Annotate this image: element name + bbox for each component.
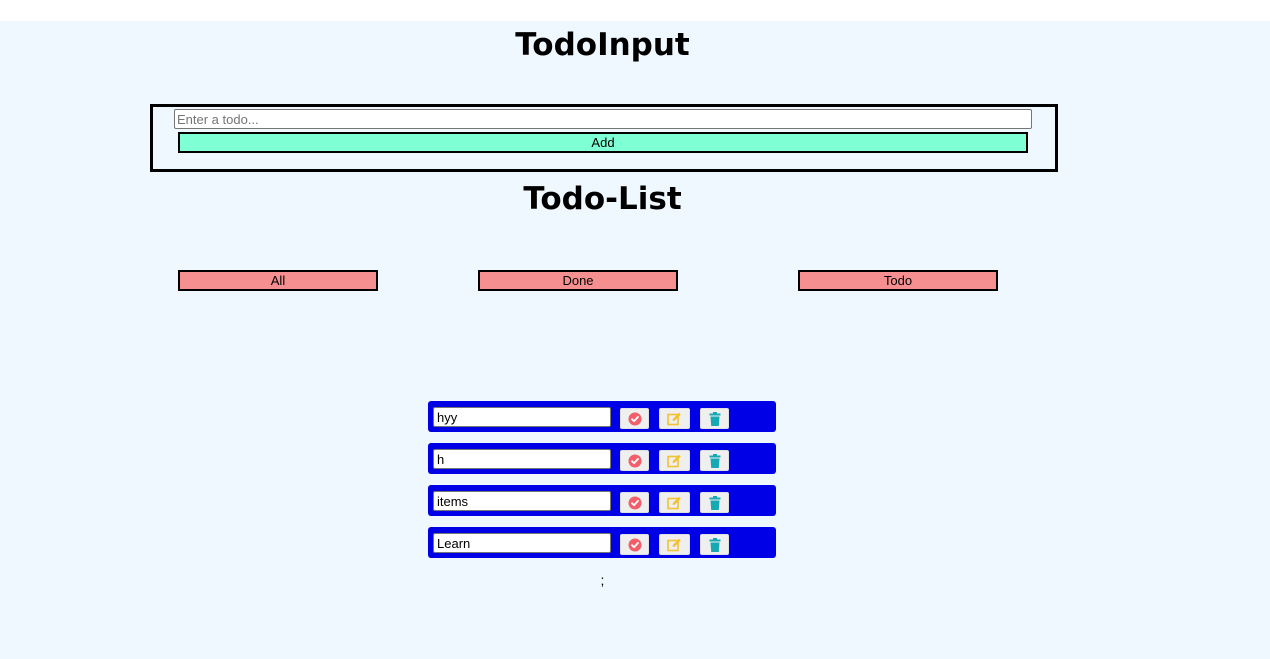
edit-button[interactable]: [659, 492, 690, 513]
delete-button[interactable]: [700, 450, 729, 471]
app-container: TodoInput Add Todo-List All Done Todo: [0, 21, 1270, 659]
delete-button[interactable]: [700, 534, 729, 555]
edit-button[interactable]: [659, 450, 690, 471]
todo-input-form: Add: [150, 104, 1058, 172]
edit-icon: [667, 538, 681, 551]
filter-todo-button[interactable]: Todo: [798, 270, 998, 291]
mark-done-button[interactable]: [620, 534, 649, 555]
filter-all-button[interactable]: All: [178, 270, 378, 291]
edit-icon: [667, 412, 681, 425]
check-circle-icon: [628, 454, 641, 467]
delete-button[interactable]: [700, 408, 729, 429]
mark-done-button[interactable]: [620, 450, 649, 471]
add-button[interactable]: Add: [178, 132, 1028, 153]
check-circle-icon: [628, 538, 641, 551]
todo-input-heading: TodoInput: [515, 27, 690, 63]
trash-icon: [709, 495, 720, 510]
filter-done-button[interactable]: Done: [478, 270, 678, 291]
delete-button[interactable]: [700, 492, 729, 513]
trash-icon: [709, 453, 720, 468]
todo-item: [428, 527, 776, 558]
trash-icon: [709, 537, 720, 552]
edit-button[interactable]: [659, 534, 690, 555]
todo-item: [428, 401, 776, 432]
trash-icon: [709, 411, 720, 426]
check-circle-icon: [628, 496, 641, 509]
todo-item-text[interactable]: [433, 449, 611, 469]
mark-done-button[interactable]: [620, 492, 649, 513]
edit-icon: [667, 496, 681, 509]
edit-icon: [667, 454, 681, 467]
footer-text: ;: [600, 572, 605, 588]
edit-button[interactable]: [659, 408, 690, 429]
todo-item: [428, 485, 776, 516]
todo-list-heading: Todo-List: [523, 181, 682, 217]
todo-text-input[interactable]: [174, 109, 1032, 129]
todo-item-text[interactable]: [433, 407, 611, 427]
mark-done-button[interactable]: [620, 408, 649, 429]
todo-items-list: [428, 401, 776, 569]
check-circle-icon: [628, 412, 641, 425]
todo-item: [428, 443, 776, 474]
todo-item-text[interactable]: [433, 533, 611, 553]
todo-item-text[interactable]: [433, 491, 611, 511]
